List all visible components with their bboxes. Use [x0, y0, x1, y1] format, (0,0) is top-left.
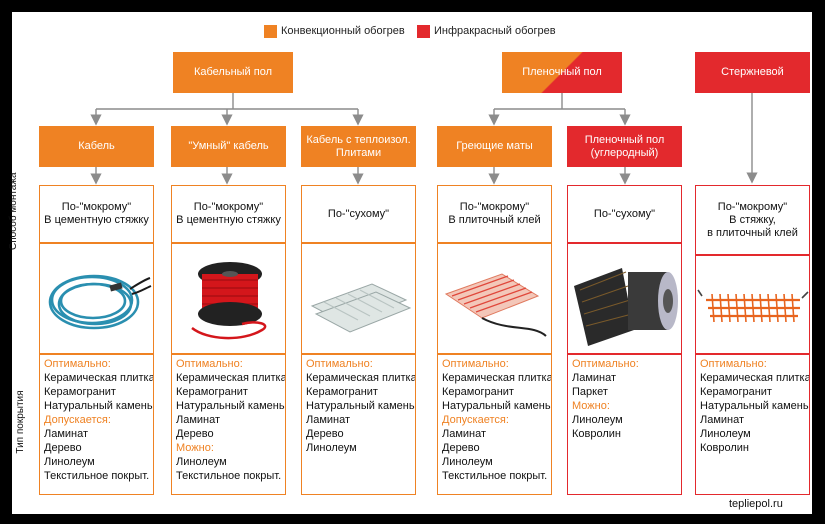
cover-item: Ковролин [700, 442, 750, 454]
mount-line: По-"мокрому" [459, 201, 530, 213]
cover-heading: Оптимально: [176, 358, 243, 370]
cover-item: Ламинат [176, 414, 221, 426]
cover-heading: Допускается: [44, 414, 111, 426]
cover-item: Керамогранит [306, 386, 378, 398]
cover-item: Дерево [176, 428, 214, 440]
group-box-film-floor: Пленочный пол [502, 52, 622, 93]
cover-item: Ламинат [306, 414, 351, 426]
legend-label-convection: Конвекционный обогрев [281, 25, 405, 37]
cover-box-smart-cable: Оптимально: Керамическая плитка Керамогр… [171, 354, 286, 495]
mount-line: По-"мокрому" [61, 201, 132, 213]
cover-item: Керамическая плитка [306, 372, 416, 384]
cover-box-rod: Оптимально: Керамическая плитка Керамогр… [695, 354, 810, 495]
mount-box-smart-cable: По-"мокрому" В цементную стяжку [171, 185, 286, 243]
mount-line: в плиточный клей [707, 226, 798, 239]
connector-lines [90, 93, 758, 185]
cover-box-heating-mats: Оптимально: Керамическая плитка Керамогр… [437, 354, 552, 495]
cover-heading: Оптимально: [572, 358, 639, 370]
cover-item: Керамическая плитка [44, 372, 154, 384]
mount-line: В плиточный клей [448, 214, 541, 226]
cover-item: Дерево [44, 442, 82, 454]
cover-item: Ковролин [572, 428, 622, 440]
group-box-cable-floor: Кабельный пол [173, 52, 293, 93]
mount-line: По-"сухому" [327, 207, 390, 220]
cover-item: Линолеум [44, 456, 95, 468]
side-label-cover: Тип покрытия [15, 390, 26, 454]
cover-box-cable: Оптимально: Керамическая плитка Керамогр… [39, 354, 154, 495]
film-rolls-icon [574, 268, 678, 346]
mount-line: В цементную стяжку [176, 214, 281, 226]
mount-box-cable: По-"мокрому" В цементную стяжку [39, 185, 154, 243]
cover-item: Текстильное покрыт. [442, 470, 548, 482]
site-watermark: tepliepol.ru [729, 498, 783, 510]
cover-item: Натуральный камень [176, 400, 285, 412]
mount-box-cable-insulated: По-"сухому" [301, 185, 416, 243]
heating-mat-icon [444, 273, 547, 337]
mount-line: В цементную стяжку [44, 214, 149, 226]
mount-box-rod: По-"мокрому" В стяжку, в плиточный клей [695, 185, 810, 255]
group-box-rod-floor: Стержневой [695, 52, 810, 93]
cover-item: Натуральный камень [700, 400, 809, 412]
cover-heading: Оптимально: [306, 358, 373, 370]
type-box-smart-cable: "Умный" кабель [171, 126, 286, 167]
legend-swatch-convection [264, 25, 277, 38]
cover-item: Керамогранит [700, 386, 772, 398]
image-box-carbon-film [567, 243, 682, 354]
cover-item: Натуральный камень [442, 400, 551, 412]
cover-item: Дерево [442, 442, 480, 454]
cover-heading: Можно: [176, 442, 214, 454]
image-box-cable-insulated [301, 243, 416, 354]
mount-line: По-"сухому" [593, 207, 656, 220]
cover-item: Натуральный камень [306, 400, 415, 412]
cover-item: Линолеум [176, 456, 227, 468]
cover-item: Текстильное покрыт. [44, 470, 150, 482]
legend-swatch-infrared [417, 25, 430, 38]
image-box-rod [695, 255, 810, 354]
cover-item: Керамогранит [442, 386, 514, 398]
cover-item: Керамическая плитка [442, 372, 552, 384]
cover-item: Текстильное покрыт. [176, 470, 282, 482]
type-box-cable-insulated: Кабель с теплоизол. Плитами [301, 126, 416, 167]
cover-heading: Оптимально: [44, 358, 111, 370]
cover-box-cable-insulated: Оптимально: Керамическая плитка Керамогр… [301, 354, 416, 495]
cover-heading: Можно: [572, 400, 610, 412]
cover-item: Керамическая плитка [700, 372, 810, 384]
image-box-cable [39, 243, 154, 354]
red-cable-spool-icon [191, 262, 267, 340]
cover-item: Натуральный камень [44, 400, 153, 412]
cover-heading: Оптимально: [442, 358, 509, 370]
cover-heading: Допускается: [442, 414, 509, 426]
insulation-panels-icon [310, 283, 412, 333]
cover-box-carbon-film: Оптимально: Ламинат Паркет Можно: Линоле… [567, 354, 682, 495]
cover-item: Керамическая плитка [176, 372, 286, 384]
type-box-carbon-film: Пленочный пол (углеродный) [567, 126, 682, 167]
cover-item: Паркет [572, 386, 608, 398]
cover-item: Линолеум [306, 442, 357, 454]
type-box-cable: Кабель [39, 126, 154, 167]
cover-heading: Оптимально: [700, 358, 767, 370]
cover-item: Ламинат [572, 372, 617, 384]
cover-item: Ламинат [44, 428, 89, 440]
cover-item: Ламинат [700, 414, 745, 426]
blue-cable-coil-icon [48, 274, 152, 330]
cover-item: Дерево [306, 428, 344, 440]
cover-item: Линолеум [442, 456, 493, 468]
mount-box-carbon-film: По-"сухому" [567, 185, 682, 243]
cover-item: Линолеум [572, 414, 623, 426]
cover-item: Керамогранит [44, 386, 116, 398]
legend-label-infrared: Инфракрасный обогрев [434, 25, 556, 37]
mount-line: По-"мокрому" [717, 200, 788, 213]
cover-item: Керамогранит [176, 386, 248, 398]
type-box-heating-mats: Греющие маты [437, 126, 552, 167]
cover-item: Ламинат [442, 428, 487, 440]
image-box-smart-cable [171, 243, 286, 354]
mount-box-heating-mats: По-"мокрому" В плиточный клей [437, 185, 552, 243]
mount-line: В стяжку, [729, 213, 776, 226]
rod-mat-icon [697, 289, 809, 323]
cover-item: Линолеум [700, 428, 751, 440]
side-label-mount: Способ монтажа [8, 172, 19, 250]
image-box-heating-mats [437, 243, 552, 354]
diagram-canvas: Конвекционный обогрев Инфракрасный обогр… [8, 12, 812, 514]
mount-line: По-"мокрому" [193, 201, 264, 213]
